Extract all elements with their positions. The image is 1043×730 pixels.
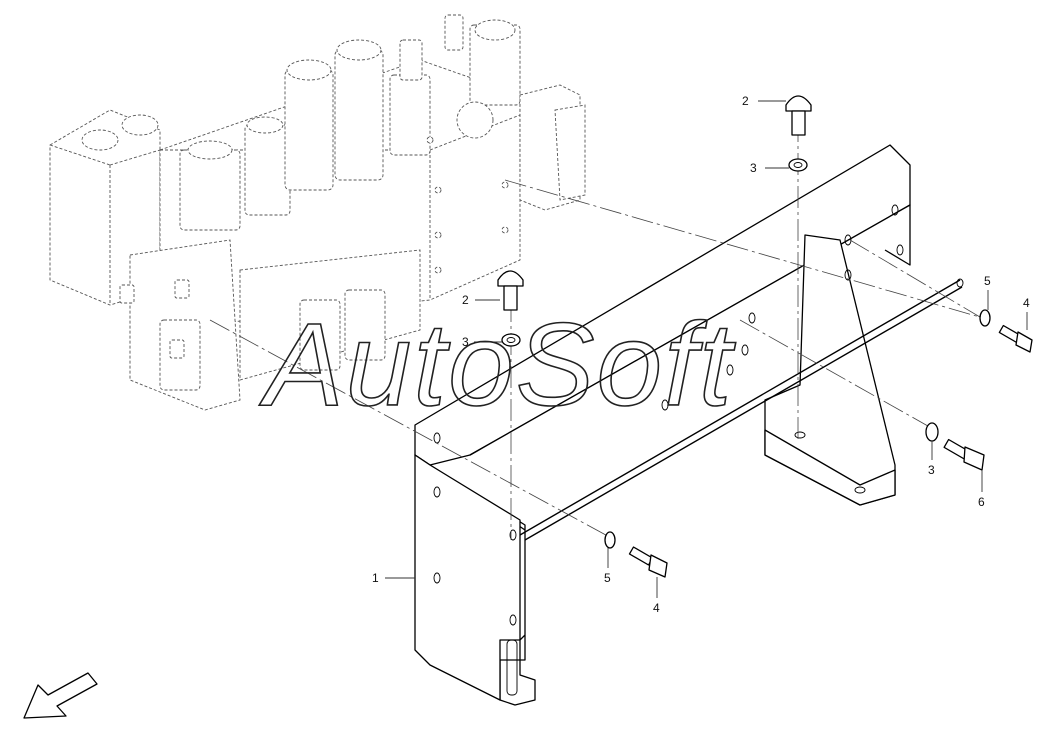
bolt-right-upper (998, 324, 1033, 353)
callout-3-top: 3 (750, 161, 757, 175)
callout-3-right: 3 (928, 463, 935, 477)
callout-6: 6 (978, 495, 985, 509)
washer-bottom (604, 531, 616, 549)
front-direction-arrow-icon (23, 672, 98, 719)
callout-2-top: 2 (742, 94, 749, 108)
callout-3-middle: 3 (462, 335, 469, 349)
callout-1: 1 (372, 571, 379, 585)
mounting-bracket (414, 144, 964, 706)
washer-right-upper (979, 309, 991, 327)
callout-5-bottom: 5 (604, 571, 611, 585)
hydraulic-valve-block (49, 14, 586, 411)
washer-right-lower (925, 422, 939, 442)
washer-middle (501, 333, 521, 347)
callout-5-right: 5 (984, 274, 991, 288)
callout-leaders (385, 100, 1028, 598)
watermark: AutoSoft (259, 299, 736, 431)
bolt-top (785, 95, 812, 136)
callout-4-bottom: 4 (653, 601, 660, 615)
washer-top (788, 158, 808, 172)
bolt-bottom (628, 546, 668, 578)
callout-labels: 2 3 2 3 5 4 3 6 5 4 1 (372, 94, 1030, 615)
bolt-middle (497, 270, 524, 311)
bolt-right-lower (943, 438, 985, 471)
callout-2-middle: 2 (462, 293, 469, 307)
fasteners (497, 95, 1033, 578)
callout-4-right: 4 (1023, 296, 1030, 310)
